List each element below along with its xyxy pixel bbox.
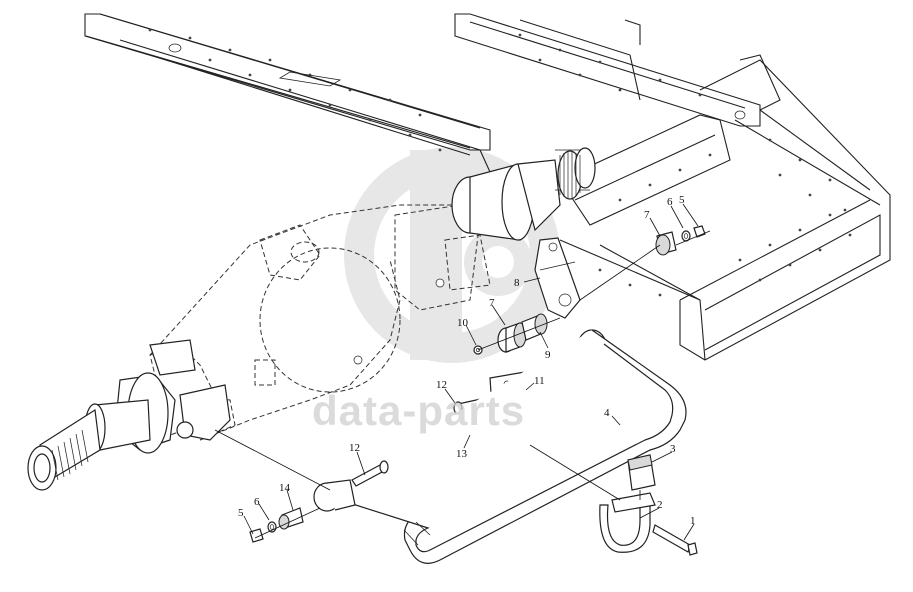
callout-9: 9 [545,349,551,361]
left-axle-hub [27,339,231,491]
callout-5-upper: 5 [679,194,685,206]
callout-3: 3 [670,443,676,455]
callout-6-upper: 6 [667,196,673,208]
callout-5-lower: 5 [238,507,244,519]
callout-10: 10 [457,317,469,329]
callout-4: 4 [604,407,610,419]
assembly-lines [214,244,661,501]
callout-2: 2 [657,499,663,511]
watermark-text: data-parts [312,387,525,434]
upper-fastener-set [655,225,711,256]
right-axle-hub [451,147,596,241]
callout-12-lower: 12 [349,442,360,454]
lower-fastener-set [249,460,389,543]
callout-13: 13 [456,448,468,460]
stabilizer-bracket [534,237,581,319]
stabilizer-bar [313,329,687,564]
callout-6-lower: 6 [254,496,260,508]
callout-7-upper: 7 [644,209,650,221]
callout-14: 14 [279,482,291,494]
clamp-assembly [599,454,698,556]
callout-labels: 1 2 3 4 5 6 7 8 7 9 10 11 12 13 12 14 6 … [238,194,696,527]
callout-8: 8 [514,277,520,289]
callout-7-middle: 7 [489,297,495,309]
middle-bushing-set [473,313,561,355]
callout-leaders [243,203,699,541]
callout-11: 11 [534,375,545,387]
callout-12-upper: 12 [436,379,447,391]
callout-1: 1 [690,515,696,527]
